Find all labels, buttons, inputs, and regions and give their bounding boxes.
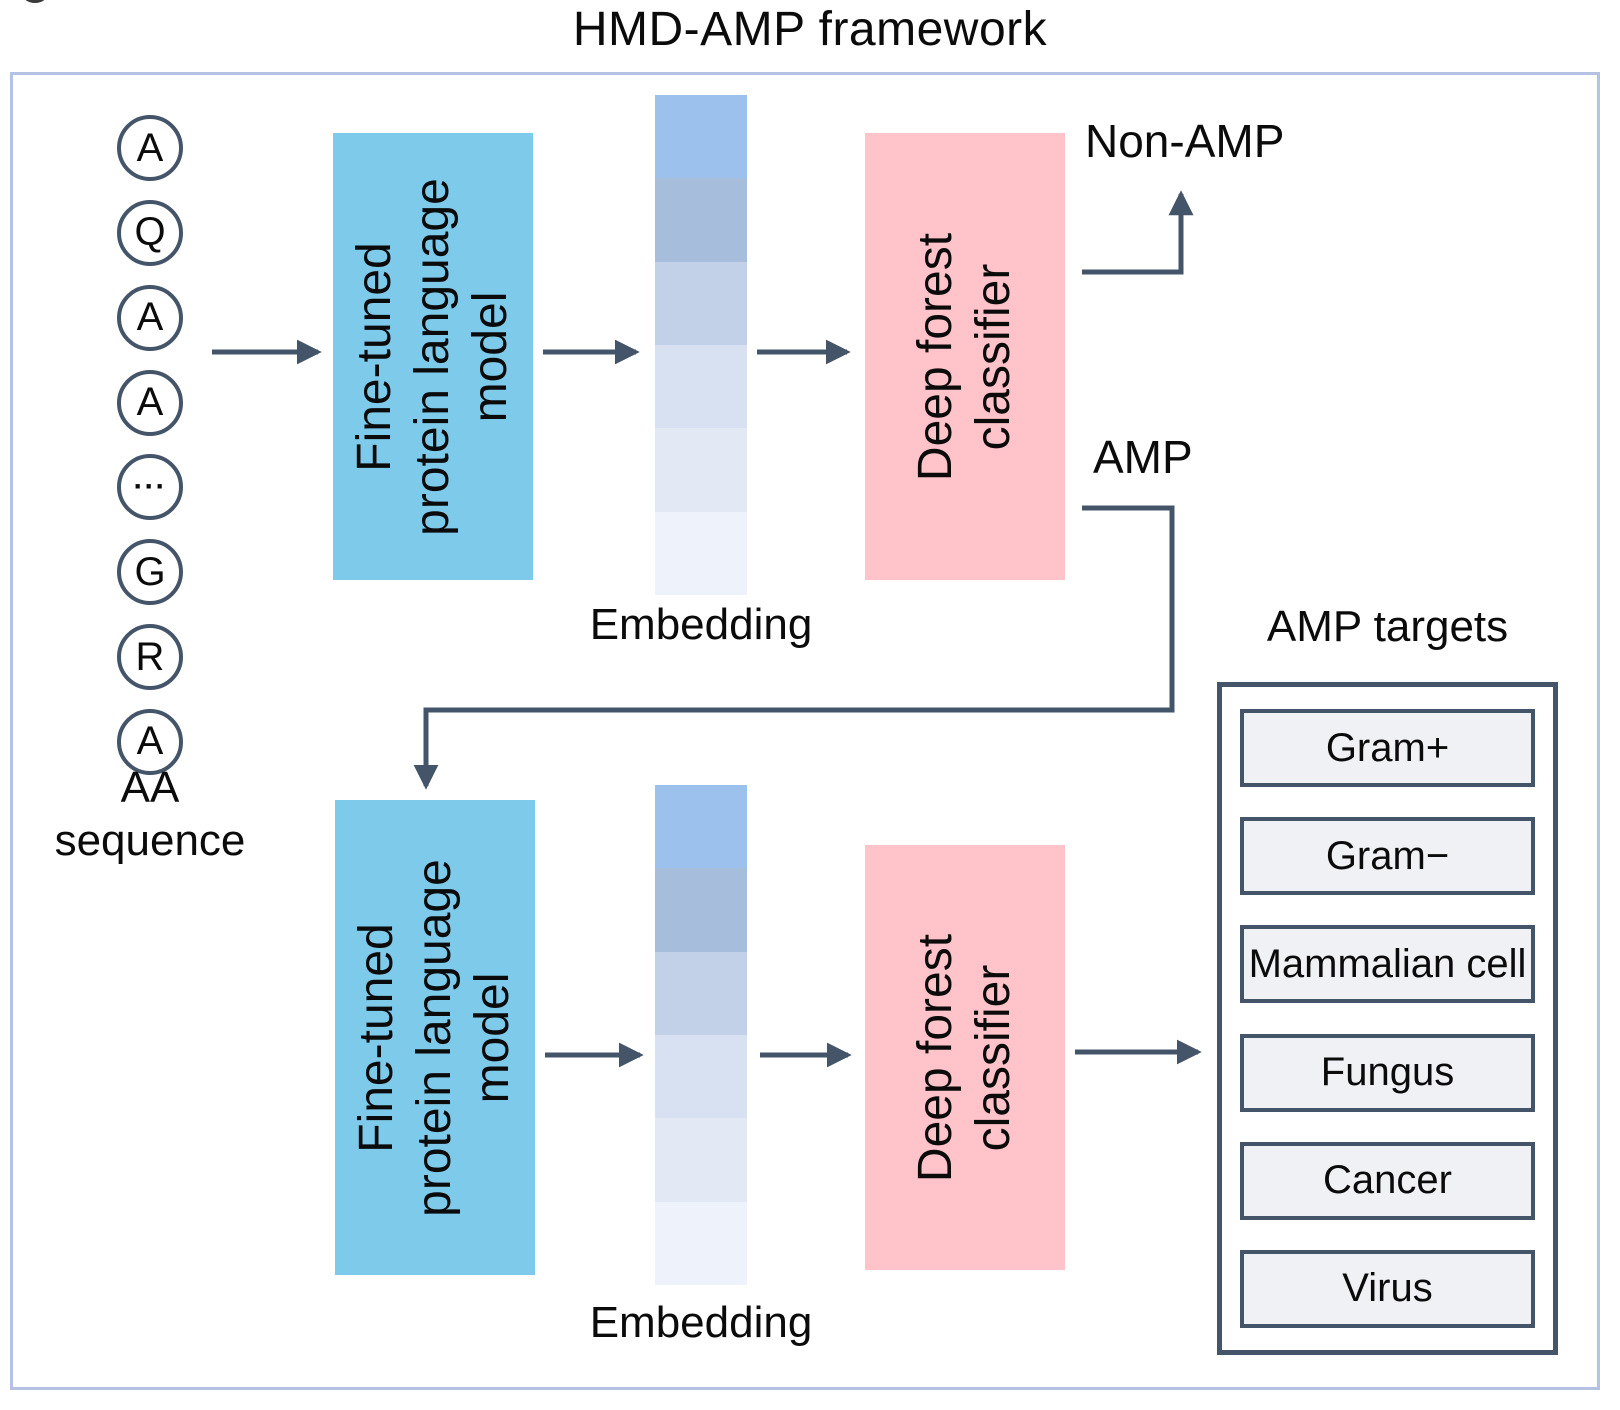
aa-sequence-label-line2: sequence <box>54 816 246 865</box>
aa-ellipsis-circle: ··· <box>117 454 183 521</box>
stage2-plm-label: Fine-tuned protein language model <box>350 858 519 1217</box>
target-item-gram-positive: Gram+ <box>1240 709 1535 787</box>
aa-letter: A <box>136 380 164 425</box>
embedding-segment <box>655 261 747 345</box>
target-item-label: Mammalian cell <box>1248 941 1527 986</box>
stage1-classifier-label: Deep forest classifier <box>909 232 1020 481</box>
aa-ellipsis: ··· <box>133 470 167 504</box>
stage2-protein-language-model-box: Fine-tuned protein language model <box>335 800 535 1275</box>
embedding-segment <box>655 178 747 262</box>
aa-residue-circle: G <box>117 539 183 606</box>
aa-letter: A <box>136 295 164 340</box>
aa-residue-circle: A <box>117 708 183 775</box>
target-item-label: Cancer <box>1323 1158 1452 1203</box>
target-item-mammalian-cell: Mammalian cell <box>1240 925 1535 1004</box>
panel-label-partial-circle <box>22 0 48 3</box>
amp-targets-title: AMP targets <box>1266 602 1509 651</box>
embedding-segment <box>655 428 747 512</box>
stage1-deep-forest-classifier-box: Deep forest classifier <box>865 133 1065 580</box>
aa-sequence-column: A Q A A ··· G R A <box>117 115 183 775</box>
embedding-segment <box>655 95 747 179</box>
stage1-embedding-bar <box>655 95 747 595</box>
stage1-embedding-label: Embedding <box>589 600 813 649</box>
stage2-deep-forest-classifier-box: Deep forest classifier <box>865 845 1065 1270</box>
embedding-segment <box>655 785 747 869</box>
aa-residue-circle: R <box>117 624 183 691</box>
stage2-classifier-label: Deep forest classifier <box>909 933 1020 1182</box>
aa-residue-circle: A <box>117 369 183 436</box>
embedding-segment <box>655 951 747 1035</box>
embedding-segment <box>655 868 747 952</box>
amp-output-label: AMP <box>1093 431 1193 483</box>
target-item-label: Gram− <box>1325 833 1450 878</box>
aa-letter: A <box>136 719 164 764</box>
aa-residue-circle: Q <box>117 199 183 266</box>
stage2-embedding-label: Embedding <box>589 1298 813 1347</box>
aa-sequence-label-line1: AA <box>120 763 180 812</box>
aa-letter: R <box>135 634 165 679</box>
embedding-segment <box>655 1034 747 1119</box>
stage1-plm-label: Fine-tuned protein language model <box>348 177 517 536</box>
aa-residue-circle: A <box>117 284 183 351</box>
stage2-embedding-bar <box>655 785 747 1285</box>
stage1-protein-language-model-box: Fine-tuned protein language model <box>333 133 533 580</box>
target-item-label: Virus <box>1342 1266 1433 1311</box>
target-item-cancer: Cancer <box>1240 1141 1535 1220</box>
embedding-segment <box>655 1118 747 1202</box>
aa-letter: Q <box>134 210 166 255</box>
target-item-fungus: Fungus <box>1240 1033 1535 1112</box>
target-item-virus: Virus <box>1240 1249 1535 1328</box>
target-item-label: Fungus <box>1320 1050 1455 1095</box>
embedding-segment <box>655 1201 747 1285</box>
embedding-segment <box>655 511 747 595</box>
embedding-segment <box>655 344 747 429</box>
figure-title: HMD-AMP framework <box>572 3 1048 56</box>
amp-targets-panel: Gram+ Gram− Mammalian cell Fungus Cancer… <box>1217 682 1558 1355</box>
target-item-gram-negative: Gram− <box>1240 817 1535 896</box>
target-item-label: Gram+ <box>1325 725 1450 770</box>
aa-residue-circle: A <box>117 115 183 181</box>
aa-letter: G <box>134 549 166 594</box>
non-amp-output-label: Non-AMP <box>1085 115 1285 167</box>
aa-letter: A <box>136 125 164 170</box>
